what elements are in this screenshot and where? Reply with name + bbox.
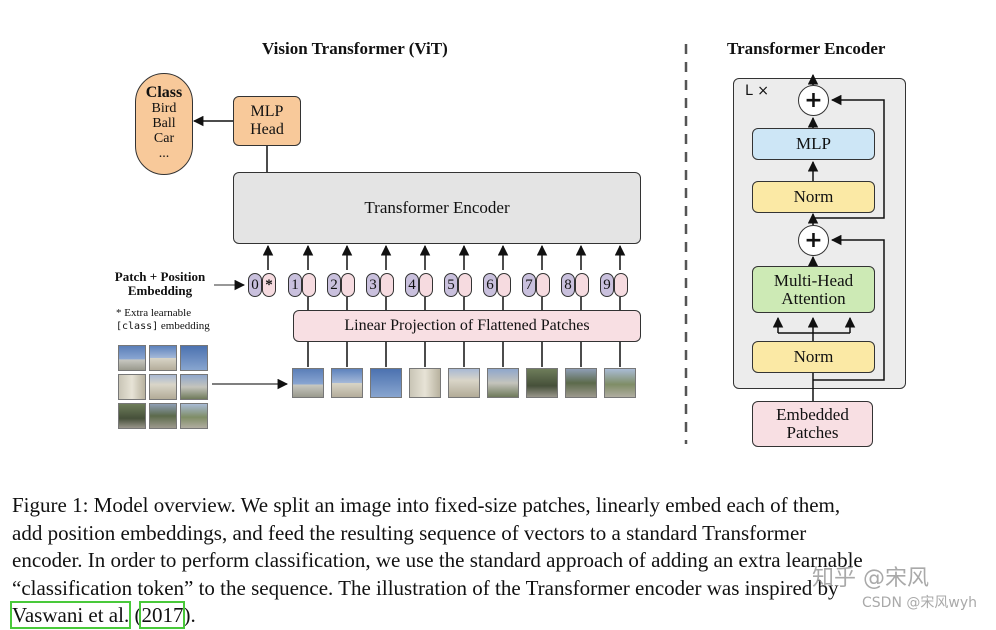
norm-block-top: Norm — [752, 181, 875, 213]
encoder-repeat-label: L × — [745, 83, 769, 99]
mlp-head-label: MLP Head — [250, 103, 284, 138]
embedded-patches-label: Embedded Patches — [776, 405, 849, 442]
citation-link-authors[interactable]: Vaswani et al. — [9, 601, 132, 629]
token-position-3: 3 — [366, 273, 380, 297]
plus-sign-top: + — [804, 87, 823, 113]
transformer-encoder-label: Transformer Encoder — [364, 198, 510, 217]
encoder-flow — [772, 73, 885, 401]
token-position-4: 4 — [405, 273, 419, 297]
patch-position-label: Patch + Position Embedding — [114, 269, 206, 298]
image-tile — [149, 403, 177, 429]
patch-to-projection-lines — [307, 342, 621, 367]
class-embedding-word: embedding — [158, 320, 210, 332]
image-tile — [180, 374, 208, 400]
extra-learnable-note: * Extra learnable [class] embedding — [116, 307, 210, 333]
plus-circle-top: + — [798, 85, 829, 116]
class-embedding-text: [class] embedding — [116, 320, 210, 333]
patch-1 — [292, 368, 324, 398]
encoder-title: Transformer Encoder — [727, 39, 886, 58]
token-embedding-3 — [380, 273, 394, 297]
caption-line-4: “classification token” to the sequence. … — [12, 575, 839, 600]
plus-circle-bottom: + — [798, 225, 829, 256]
mlp-head-box: MLP Head — [233, 96, 301, 146]
patch-7 — [526, 368, 558, 398]
embedded-patches-box: Embedded Patches — [752, 401, 873, 447]
token-embedding-5 — [458, 273, 472, 297]
token-embedding-7 — [536, 273, 550, 297]
token-embedding-9 — [614, 273, 628, 297]
class-title: Class — [145, 84, 183, 101]
class-item-car: Car — [153, 131, 175, 146]
multi-head-attention-block: Multi-Head Attention — [752, 266, 875, 313]
patch-2 — [331, 368, 363, 398]
diagram-connectors — [192, 44, 885, 444]
multi-head-attention-label: Multi-Head Attention — [773, 270, 854, 308]
image-tile — [180, 403, 208, 429]
patch-6 — [487, 368, 519, 398]
token-embedding-6 — [497, 273, 511, 297]
patch-5 — [448, 368, 480, 398]
norm-top-label: Norm — [793, 187, 834, 206]
token-position-7: 7 — [522, 273, 536, 297]
class-embedding-code: [class] — [116, 321, 159, 332]
linear-projection-label: Linear Projection of Flattened Patches — [344, 317, 590, 334]
plus-sign-bottom: + — [804, 227, 823, 253]
image-tile — [180, 345, 208, 371]
token-cls-embedding: * — [262, 273, 276, 297]
caption-line-2: add position embeddings, and feed the re… — [12, 520, 807, 545]
image-tile — [118, 374, 146, 400]
image-tile — [149, 374, 177, 400]
class-item-bird: Bird — [151, 101, 177, 116]
patch-9 — [604, 368, 636, 398]
class-item-more: ... — [158, 146, 170, 161]
caption-line-5: Vaswani et al. (2017). — [9, 601, 996, 630]
transformer-encoder-box: Transformer Encoder — [233, 172, 641, 244]
mlp-block: MLP — [752, 128, 875, 160]
token-position-5: 5 — [444, 273, 458, 297]
image-tile — [118, 345, 146, 371]
linear-projection-box: Linear Projection of Flattened Patches — [293, 310, 641, 342]
vit-title: Vision Transformer (ViT) — [262, 39, 448, 58]
norm-bottom-label: Norm — [793, 347, 834, 366]
citation-link-year[interactable]: 2017 — [139, 601, 186, 629]
class-item-ball: Ball — [152, 116, 176, 131]
norm-block-bottom: Norm — [752, 341, 875, 373]
token-embedding-2 — [341, 273, 355, 297]
token-arrows — [262, 244, 626, 270]
caption-line-3: encoder. In order to perform classificat… — [12, 548, 863, 572]
citation-open-paren: ( — [129, 603, 142, 627]
citation-close-paren: ). — [183, 603, 196, 627]
token-position-6: 6 — [483, 273, 497, 297]
token-position-1: 1 — [288, 273, 302, 297]
image-tile — [149, 345, 177, 371]
source-image-grid — [118, 345, 208, 429]
class-box: Class Bird Ball Car ... — [135, 73, 193, 175]
token-embedding-8 — [575, 273, 589, 297]
mlp-block-label: MLP — [796, 134, 831, 153]
csdn-watermark: CSDN @宋风wyh — [862, 595, 977, 611]
token-embedding-4 — [419, 273, 433, 297]
token-position-9: 9 — [600, 273, 614, 297]
caption-line-1: Figure 1: Model overview. We split an im… — [12, 493, 841, 517]
patch-4 — [409, 368, 441, 398]
extra-learnable-text: * Extra learnable — [116, 307, 192, 319]
token-position-8: 8 — [561, 273, 575, 297]
patch-8 — [565, 368, 597, 398]
token-position-2: 2 — [327, 273, 341, 297]
token-position-0: 0 — [248, 273, 262, 297]
figure-caption: Figure 1: Model overview. We split an im… — [9, 492, 996, 630]
image-tile — [118, 403, 146, 429]
projection-to-token-lines — [307, 297, 621, 310]
token-embedding-1 — [302, 273, 316, 297]
zhihu-watermark: 知乎 @宋风 — [812, 566, 929, 591]
patch-3 — [370, 368, 402, 398]
